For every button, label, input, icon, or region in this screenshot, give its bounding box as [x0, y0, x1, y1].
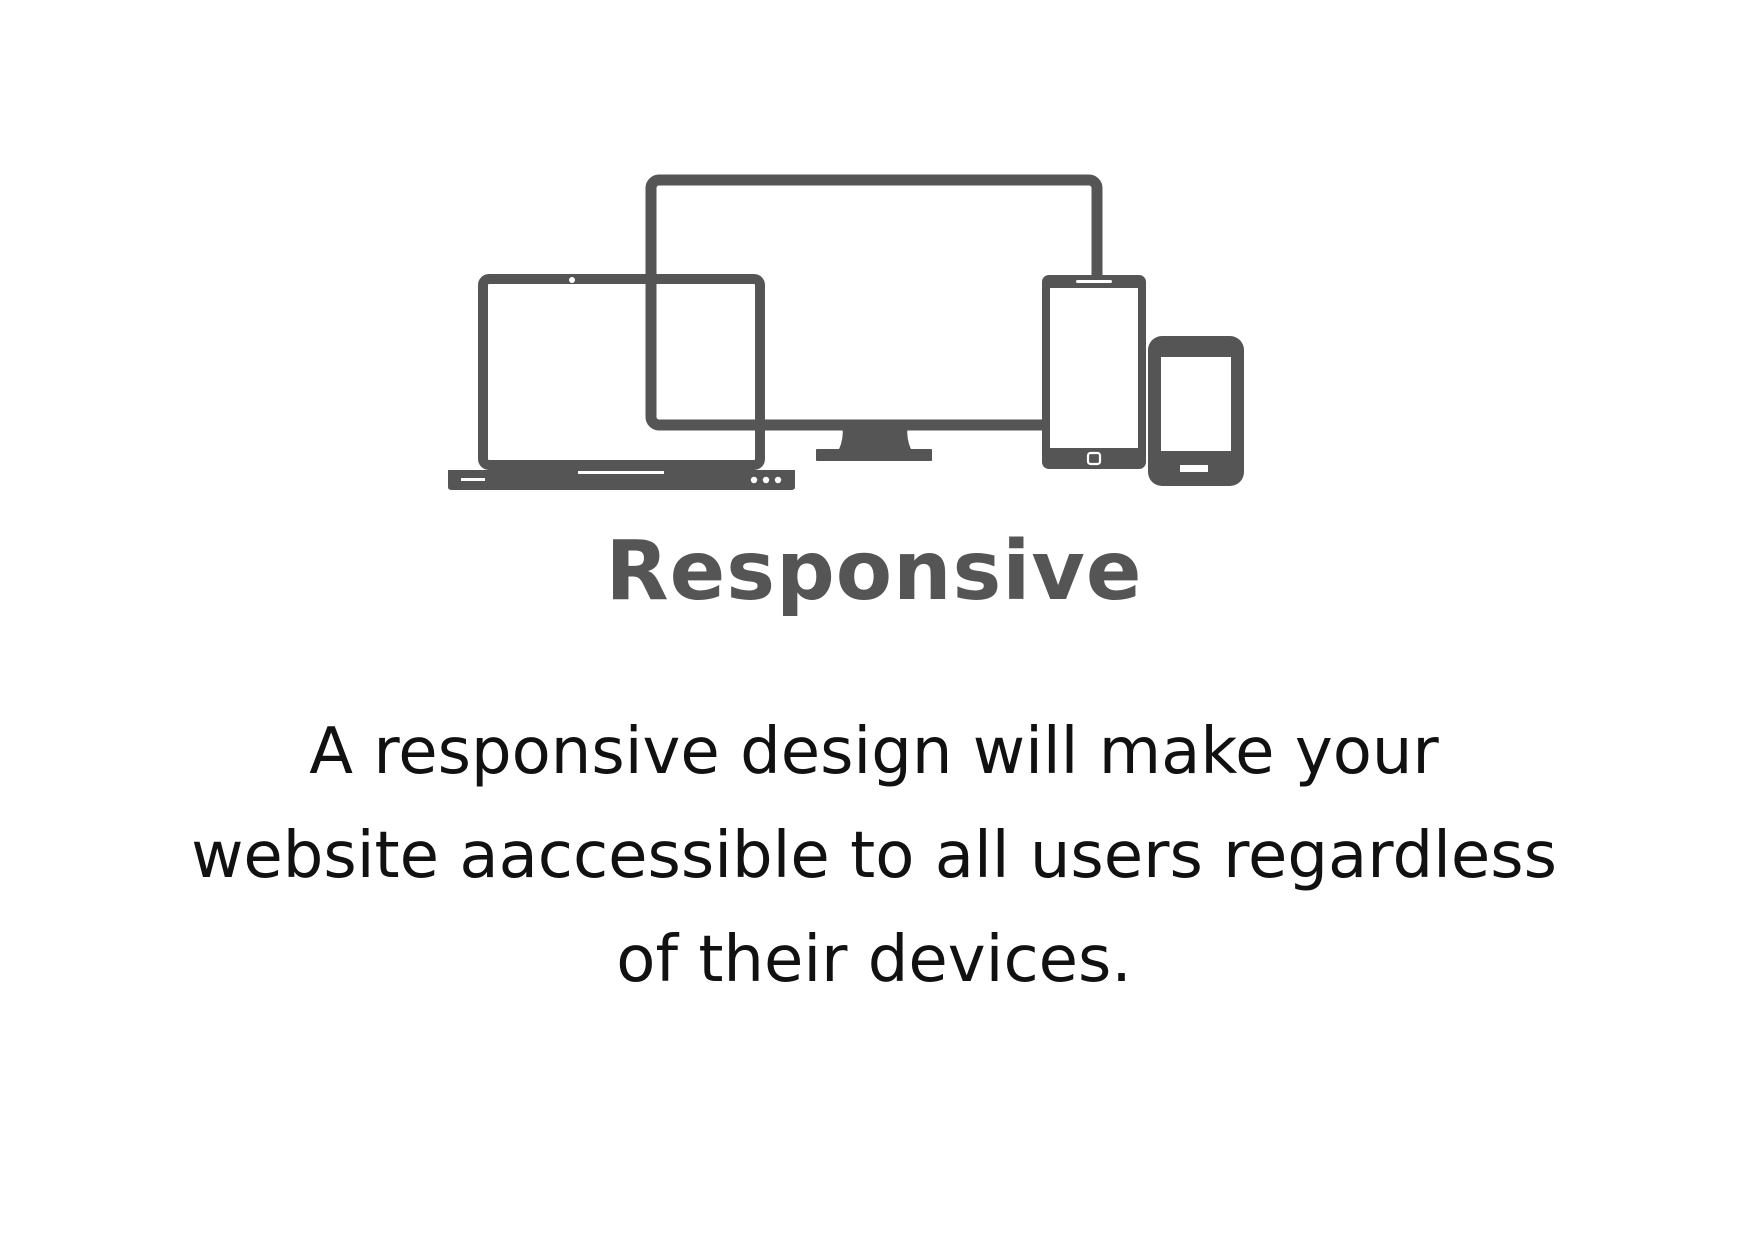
phone-icon — [1148, 336, 1244, 486]
desktop-monitor-icon — [645, 174, 1103, 461]
laptop-icon — [448, 274, 795, 490]
description-line: of their devices. — [616, 923, 1132, 997]
description-line: website aaccessible to all users regardl… — [191, 819, 1557, 893]
description-text: A responsive design will make your websi… — [124, 700, 1624, 1012]
description-line: A responsive design will make your — [309, 715, 1439, 789]
page-title: Responsive — [605, 524, 1143, 619]
responsive-devices-icon — [0, 0, 1748, 520]
tablet-icon — [1042, 275, 1146, 469]
